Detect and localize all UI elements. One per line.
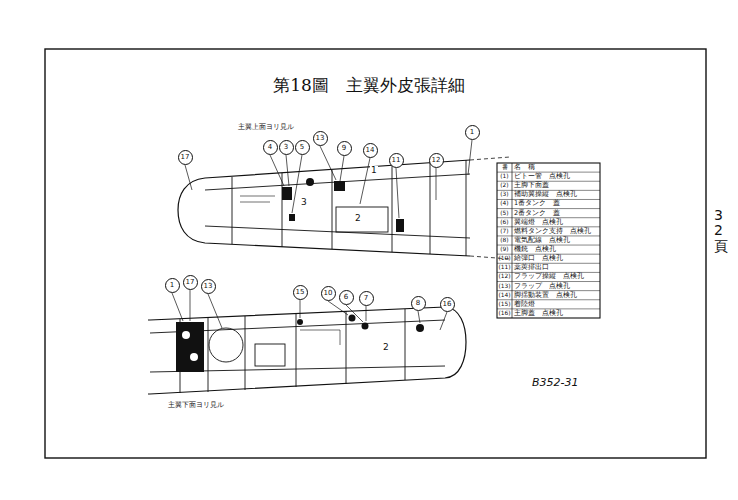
callout-circle: 13 bbox=[313, 131, 328, 146]
callout-number: 10 bbox=[324, 290, 333, 297]
view-label: 主翼上面ヨリ見ル bbox=[238, 124, 294, 132]
callout-circle: 4 bbox=[263, 140, 278, 155]
table-rule bbox=[497, 299, 600, 300]
callout-circle: 17 bbox=[183, 275, 198, 290]
table-cell: (8) bbox=[498, 236, 511, 245]
callout-circle: 8 bbox=[411, 296, 426, 311]
table-cell: 着陸燈 bbox=[514, 300, 535, 309]
callout-circle: 14 bbox=[363, 143, 378, 158]
table-cell: 補助翼操縦 点検孔 bbox=[514, 190, 577, 199]
page-number: 32頁 bbox=[714, 208, 728, 254]
callout-number: 13 bbox=[204, 283, 213, 290]
table-cell: (9) bbox=[498, 245, 511, 254]
region-number: 2 bbox=[382, 343, 390, 353]
callout-circle: 10 bbox=[321, 286, 336, 301]
region-number: 3 bbox=[300, 198, 308, 208]
table-cell: 主脚蓋 点検孔 bbox=[514, 309, 563, 318]
callout-number: 9 bbox=[342, 145, 346, 152]
callout-number: 1 bbox=[170, 282, 174, 289]
table-cell: 翼端燈 点検孔 bbox=[514, 218, 563, 227]
callout-number: 11 bbox=[392, 157, 401, 164]
table-cell: フラップ 点検孔 bbox=[514, 282, 570, 291]
table-cell: (4) bbox=[498, 199, 511, 208]
table-cell: 名 稱 bbox=[514, 163, 535, 172]
region-number: 2 bbox=[354, 214, 362, 224]
callout-circle: 13 bbox=[201, 279, 216, 294]
callout-circle: 1 bbox=[465, 125, 480, 140]
callout-number: 8 bbox=[416, 300, 420, 307]
callout-number: 3 bbox=[284, 144, 288, 151]
callout-circle: 3 bbox=[279, 140, 294, 155]
callout-number: 17 bbox=[186, 279, 195, 286]
table-cell: (1) bbox=[498, 172, 511, 181]
callout-number: 15 bbox=[296, 289, 305, 296]
diagram-title: 第18圖 主翼外皮張詳細 bbox=[0, 76, 738, 95]
callout-number: 7 bbox=[364, 295, 368, 302]
table-cell: (6) bbox=[498, 218, 511, 227]
table-cell: 1番タンク 蓋 bbox=[514, 199, 560, 208]
table-cell: 番 bbox=[498, 163, 511, 172]
table-cell: (15) bbox=[498, 300, 511, 309]
table-cell: (11) bbox=[498, 263, 511, 272]
table-cell: (2) bbox=[498, 181, 511, 190]
callout-circle: 6 bbox=[339, 290, 354, 305]
callout-number: 12 bbox=[432, 157, 441, 164]
callout-circle: 7 bbox=[359, 291, 374, 306]
view-label: 主翼下面ヨリ見ル bbox=[168, 402, 224, 410]
callout-number: 17 bbox=[181, 154, 190, 161]
callout-number: 16 bbox=[443, 301, 452, 308]
callout-circle: 9 bbox=[337, 141, 352, 156]
callout-number: 4 bbox=[268, 144, 272, 151]
callout-number: 1 bbox=[470, 129, 474, 136]
callout-number: 6 bbox=[344, 294, 348, 301]
table-cell: (12) bbox=[498, 272, 511, 281]
table-cell: 2番タンク 蓋 bbox=[514, 209, 560, 218]
table-cell: (7) bbox=[498, 227, 511, 236]
table-cell: (14) bbox=[498, 291, 511, 300]
table-cell: フラップ操縦 点検孔 bbox=[514, 272, 584, 281]
table-cell: (10) bbox=[498, 254, 511, 263]
table-cell: 給弾口 点検孔 bbox=[514, 254, 563, 263]
drawing-number: B352-31 bbox=[532, 377, 579, 389]
callout-circle: 5 bbox=[295, 140, 310, 155]
table-cell: (3) bbox=[498, 190, 511, 199]
table-cell: (5) bbox=[498, 209, 511, 218]
callout-number: 13 bbox=[316, 135, 325, 142]
table-cell: 主脚下面蓋 bbox=[514, 181, 549, 190]
callout-circle: 17 bbox=[178, 150, 193, 165]
callout-circle: 12 bbox=[429, 153, 444, 168]
callout-circle: 15 bbox=[293, 285, 308, 300]
table-cell: 脚揺動装置 点検孔 bbox=[514, 291, 577, 300]
table-cell: (13) bbox=[498, 282, 511, 291]
table-cell: ピトー管 点検孔 bbox=[514, 172, 570, 181]
table-cell: 薬莢排出口 bbox=[514, 263, 549, 272]
callout-number: 5 bbox=[300, 144, 304, 151]
table-cell: (16) bbox=[498, 309, 511, 318]
table-cell: 機銃 点検孔 bbox=[514, 245, 556, 254]
table-cell: 電気配線 点検孔 bbox=[514, 236, 570, 245]
callout-circle: 11 bbox=[389, 153, 404, 168]
region-number: 1 bbox=[370, 166, 378, 176]
table-cell: 燃料タンク支持 点検孔 bbox=[514, 227, 591, 236]
callout-circle: 16 bbox=[440, 297, 455, 312]
callout-number: 14 bbox=[366, 147, 375, 154]
callout-circle: 1 bbox=[165, 278, 180, 293]
